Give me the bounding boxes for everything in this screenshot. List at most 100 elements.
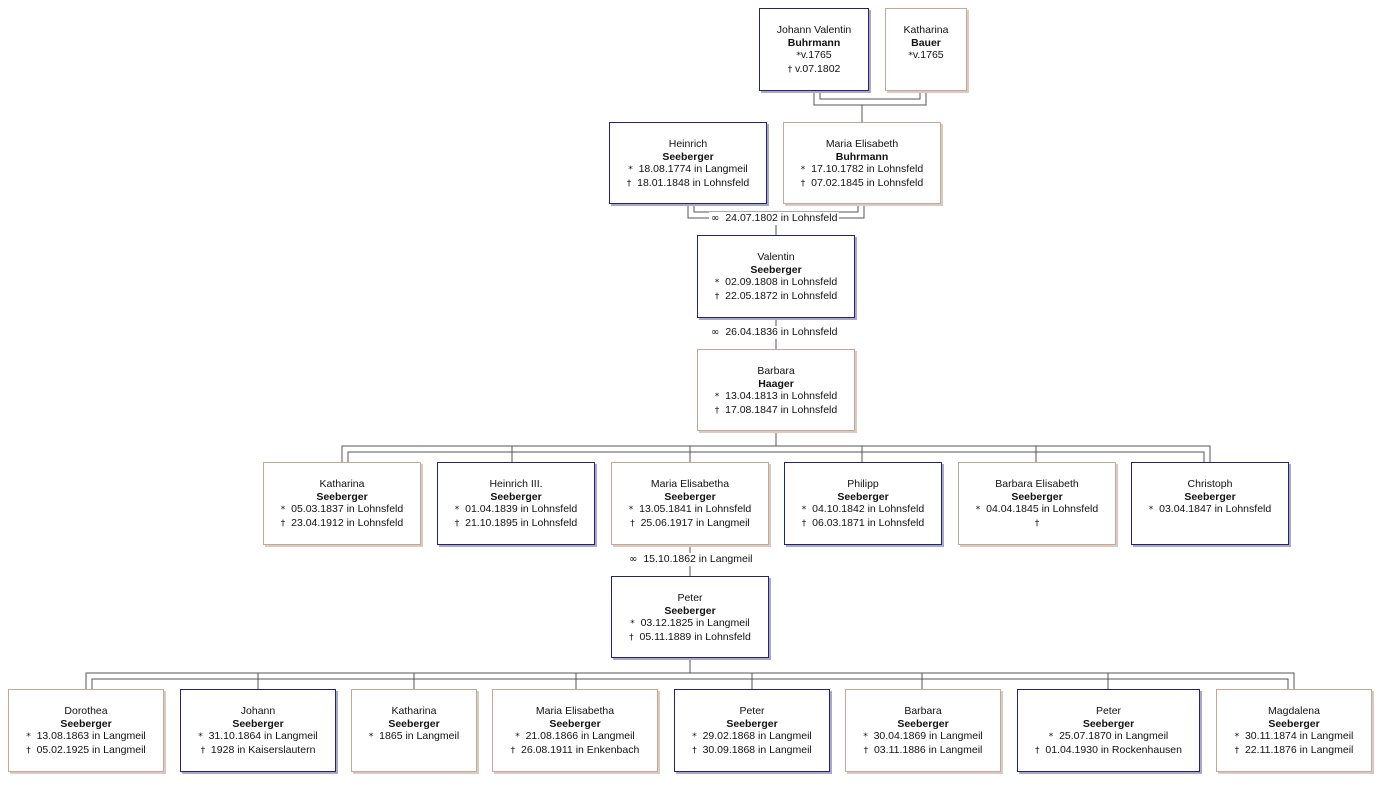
given-name: Dorothea <box>64 705 108 717</box>
birth-icon: * <box>975 505 981 515</box>
person-card-barbara-elisabeth-seeberger[interactable]: Barbara Elisabeth Seeberger * 04.04.1845… <box>958 462 1116 545</box>
given-name: Maria Elisabeth <box>825 138 899 150</box>
birth-date: 02.09.1808 in Lohnsfeld <box>725 276 838 288</box>
birth-date: 25.07.1870 in Langmeil <box>1059 730 1169 742</box>
birth-date: 01.04.1839 in Lohnsfeld <box>465 503 578 515</box>
person-card-heinrich-seeberger[interactable]: Heinrich Seeberger * 18.08.1774 in Langm… <box>609 122 767 204</box>
person-card-magdalena-seeberger[interactable]: Magdalena Seeberger * 30.11.1874 in Lang… <box>1216 689 1372 772</box>
surname: Seeberger <box>388 717 440 730</box>
death-line: † 07.02.1845 in Lohnsfeld <box>784 177 940 191</box>
death-icon: † <box>1034 518 1040 529</box>
marriage-rings-icon: ∞ <box>711 213 720 224</box>
person-card-philipp-seeberger[interactable]: Philipp Seeberger * 04.10.1842 in Lohnsf… <box>784 462 942 545</box>
birth-icon: * <box>801 505 807 515</box>
person-card-barbara-haager[interactable]: Barbara Haager * 13.04.1813 in Lohnsfeld… <box>697 349 855 431</box>
person-card-peter-seeberger-1868[interactable]: Peter Seeberger * 29.02.1868 in Langmeil… <box>674 689 830 772</box>
death-icon: † <box>692 745 697 756</box>
person-card-katharina-seeberger-1837[interactable]: Katharina Seeberger * 05.03.1837 in Lohn… <box>263 462 421 545</box>
birth-line: * 03.12.1825 in Langmeil <box>612 617 768 631</box>
death-icon: † <box>510 745 516 756</box>
birth-date: 13.05.1841 in Lohnsfeld <box>639 503 752 515</box>
death-icon: † <box>200 745 206 756</box>
birth-date: 21.08.1866 in Langmeil <box>525 730 635 742</box>
death-date: 05.11.1889 in Lohnsfeld <box>639 630 751 643</box>
death-icon: † <box>629 632 634 643</box>
birth-icon: * <box>714 392 720 402</box>
death-icon: † <box>800 178 806 189</box>
birth-date: 1865 in Langmeil <box>379 730 460 742</box>
person-card-heinrich-iii-seeberger[interactable]: Heinrich III. Seeberger * 01.04.1839 in … <box>437 462 595 545</box>
death-icon: † <box>714 405 720 416</box>
marriage-label: ∞26.04.1836 in Lohnsfeld <box>709 326 840 339</box>
given-name: Maria Elisabetha <box>535 705 615 717</box>
person-card-peter-seeberger-1825[interactable]: Peter Seeberger * 03.12.1825 in Langmeil… <box>611 576 769 658</box>
surname: Seeberger <box>662 150 714 163</box>
birth-date: 29.02.1868 in Langmeil <box>702 730 812 742</box>
death-icon: † <box>714 291 720 302</box>
given-name: Johann <box>240 705 276 717</box>
given-name: Katharina <box>391 705 437 717</box>
birth-date: 17.10.1782 in Lohnsfeld <box>811 163 924 175</box>
death-date: 21.10.1895 in Lohnsfeld <box>465 516 578 529</box>
birth-line: * 25.07.1870 in Langmeil <box>1018 730 1199 744</box>
person-card-peter-seeberger-1870[interactable]: Peter Seeberger * 25.07.1870 in Langmeil… <box>1017 689 1200 772</box>
birth-date: 18.08.1774 in Langmeil <box>638 163 748 175</box>
person-card-christoph-seeberger[interactable]: Christoph Seeberger * 03.04.1847 in Lohn… <box>1131 462 1289 545</box>
marriage-label: ∞24.07.1802 in Lohnsfeld <box>709 212 840 225</box>
surname: Seeberger <box>1082 717 1135 730</box>
birth-date: 13.04.1813 in Lohnsfeld <box>725 390 838 402</box>
birth-icon: * <box>368 732 374 742</box>
birth-line: * 30.04.1869 in Langmeil <box>846 730 1000 744</box>
birth-icon: * <box>714 278 720 288</box>
given-name: Heinrich <box>668 138 708 150</box>
marriage-label: ∞15.10.1862 in Langmeil <box>627 553 755 566</box>
death-icon: † <box>801 518 807 529</box>
death-line: † <box>959 517 1115 531</box>
death-date: 03.11.1886 in Langmeil <box>873 743 983 756</box>
birth-line: * 13.04.1813 in Lohnsfeld <box>698 390 854 404</box>
birth-date: 30.11.1874 in Langmeil <box>1244 730 1354 742</box>
birth-line: * 18.08.1774 in Langmeil <box>610 163 766 177</box>
death-date: 23.04.1912 in Lohnsfeld <box>291 516 404 529</box>
given-name: Barbara <box>904 705 942 717</box>
person-card-maria-elisabeth-buhrmann[interactable]: Maria Elisabeth Buhrmann * 17.10.1782 in… <box>783 122 941 204</box>
person-card-valentin-seeberger[interactable]: Valentin Seeberger * 02.09.1808 in Lohns… <box>697 235 855 318</box>
birth-icon: * <box>1148 505 1154 515</box>
person-card-maria-elisabetha-seeberger-1866[interactable]: Maria Elisabetha Seeberger * 21.08.1866 … <box>492 689 658 772</box>
birth-date: 13.08.1863 in Langmeil <box>36 730 146 742</box>
death-line: † 1928 in Kaiserslautern <box>181 744 335 758</box>
birth-line: * 04.04.1845 in Lohnsfeld <box>959 503 1115 517</box>
death-icon: † <box>626 178 632 189</box>
death-icon: † <box>454 518 460 529</box>
death-line: † 25.06.1917 in Langmeil <box>612 517 768 531</box>
death-line: † 01.04.1930 in Rockenhausen <box>1018 744 1199 758</box>
person-card-maria-elisabetha-seeberger-1841[interactable]: Maria Elisabetha Seeberger * 13.05.1841 … <box>611 462 769 545</box>
death-line: † v.07.1802 <box>760 63 868 77</box>
birth-icon: * <box>796 51 801 61</box>
person-card-katharina-seeberger-1865[interactable]: Katharina Seeberger * 1865 in Langmeil <box>351 689 477 772</box>
death-date: 1928 in Kaiserslautern <box>210 743 316 756</box>
death-date: v.07.1802 <box>795 62 841 75</box>
surname: Seeberger <box>664 490 716 503</box>
death-date: 06.03.1871 in Lohnsfeld <box>812 516 925 529</box>
birth-icon: * <box>630 619 635 629</box>
death-line: † 26.08.1911 in Enkenbach <box>493 744 657 758</box>
person-card-johann-valentin-buhrmann[interactable]: Johann Valentin Buhrmann *v.1765 † v.07.… <box>759 8 869 91</box>
birth-line: * 13.05.1841 in Lohnsfeld <box>612 503 768 517</box>
surname: Seeberger <box>60 717 112 730</box>
birth-line: * 21.08.1866 in Langmeil <box>493 730 657 744</box>
given-name: Katharina <box>319 478 365 490</box>
death-line: † 05.02.1925 in Langmeil <box>9 744 163 758</box>
person-card-dorothea-seeberger[interactable]: Dorothea Seeberger * 13.08.1863 in Langm… <box>8 689 164 772</box>
person-card-barbara-seeberger-1869[interactable]: Barbara Seeberger * 30.04.1869 in Langme… <box>845 689 1001 772</box>
birth-date: 05.03.1837 in Lohnsfeld <box>291 503 404 515</box>
death-line: † 30.09.1868 in Langmeil <box>675 744 829 758</box>
birth-icon: * <box>628 165 633 175</box>
death-date: 05.02.1925 in Langmeil <box>36 743 146 756</box>
person-card-johann-seeberger[interactable]: Johann Seeberger * 31.10.1864 in Langmei… <box>180 689 336 772</box>
birth-line: * 1865 in Langmeil <box>352 730 476 744</box>
surname: Buhrmann <box>835 150 889 163</box>
person-card-katharina-bauer[interactable]: Katharina Bauer *v.1765 <box>885 8 967 91</box>
birth-icon: * <box>198 732 203 742</box>
birth-line: * 05.03.1837 in Lohnsfeld <box>264 503 420 517</box>
